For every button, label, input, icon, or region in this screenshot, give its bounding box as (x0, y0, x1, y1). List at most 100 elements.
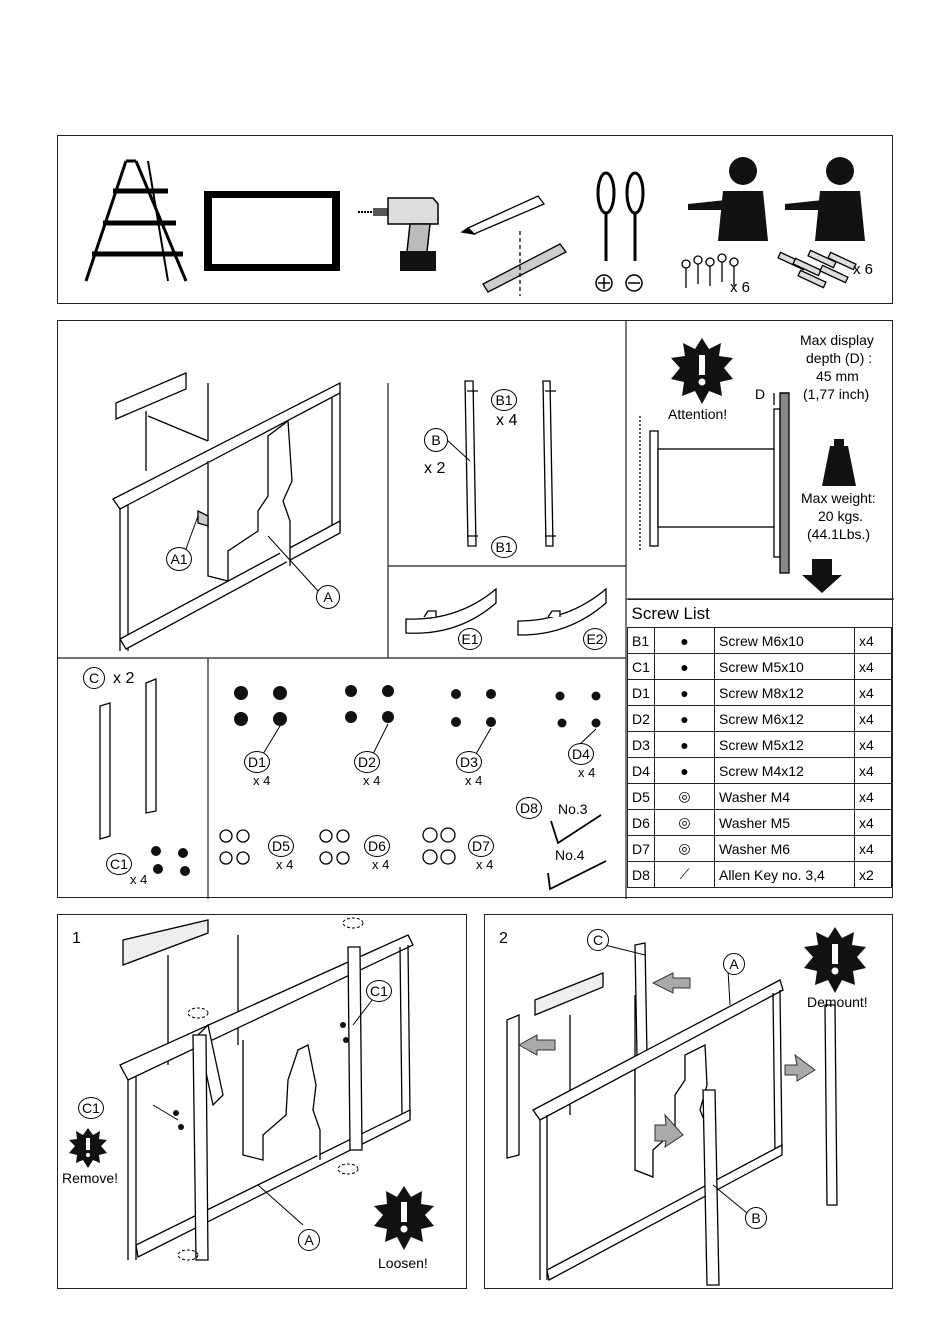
callout-d6: D6 (364, 835, 390, 857)
bracket-a-drawing (112, 372, 341, 651)
washer-icon: ◎ (654, 809, 715, 836)
d6-qty: x 4 (372, 857, 390, 872)
weight-1: Max weight: (801, 490, 876, 506)
step-ladder-icon (84, 159, 188, 282)
demount-label: Demount! (807, 994, 868, 1010)
callout-e2: E2 (583, 628, 607, 650)
d7-qty: x 4 (476, 857, 494, 872)
d4-qty: x 4 (578, 765, 596, 780)
screw-list-title: Screw List (627, 599, 892, 628)
d5-qty: x 4 (276, 857, 294, 872)
direction-arrows (517, 972, 816, 1149)
b1-qty: x 4 (496, 412, 518, 429)
screw-icon: ● (654, 757, 715, 784)
screw-icon: ● (654, 731, 715, 758)
callout-d2: D2 (354, 751, 380, 773)
depth-inch: (1,77 inch) (803, 386, 870, 402)
d1-qty: x 4 (253, 773, 271, 788)
tools-panel: x 6 x 6 (57, 135, 893, 304)
b-qty: x 2 (424, 460, 446, 477)
d3-qty: x 4 (465, 773, 483, 788)
screw-icon: ● (654, 653, 715, 680)
d2-qty: x 4 (363, 773, 381, 788)
step-2-number: 2 (499, 930, 508, 947)
screwdrivers-icon (595, 171, 645, 292)
callout-a: A (723, 953, 745, 975)
callout-d5: D5 (268, 835, 294, 857)
allen-no3-label: No.3 (558, 801, 588, 817)
wood-screws-icon (681, 253, 739, 288)
tools-illustrations (84, 157, 865, 296)
rail-b-drawing (464, 380, 556, 547)
wall-anchors-icon (777, 249, 857, 289)
callout-e1: E1 (458, 628, 482, 650)
depth-d-label: D (755, 386, 766, 402)
attention-star-icon (671, 338, 733, 404)
callout-d8: D8 (516, 797, 542, 819)
rail-c-drawing (99, 678, 157, 840)
callout-b1-bottom: B1 (491, 536, 517, 558)
allen-no4-label: No.4 (555, 847, 585, 863)
wall-anchors-qty: x 6 (853, 261, 874, 278)
callout-b: B (424, 428, 448, 452)
pencil-and-level-icon (460, 195, 567, 296)
callout-b1-top: B1 (491, 389, 517, 411)
washers-drawing (219, 827, 456, 865)
wood-screws-qty: x 6 (730, 279, 751, 296)
weight-icon (822, 439, 856, 486)
remove-label: Remove! (62, 1170, 119, 1186)
callout-b: B (745, 1207, 767, 1229)
step-1-drawing (69, 917, 434, 1261)
loosen-label: Loosen! (378, 1255, 428, 1271)
screw-icon: ● (654, 627, 715, 654)
weight-3: (44.1Lbs.) (807, 526, 871, 542)
step-1-panel: 1 C1 C1 A Remove! Loosen! (57, 914, 467, 1289)
rotate-arrows (177, 917, 364, 1261)
step-1-number: 1 (72, 930, 81, 947)
callout-a1: A1 (166, 547, 192, 571)
screws-c1-removed (173, 1022, 349, 1130)
loosen-star-icon (374, 1186, 434, 1250)
callout-c: C (83, 667, 105, 689)
down-arrow-icon (802, 559, 842, 593)
callout-d1: D1 (244, 751, 270, 773)
allen-keys-drawing (547, 814, 607, 891)
depth-diagram (639, 392, 790, 574)
callout-c: C (587, 929, 609, 951)
cover-e-drawing (405, 587, 607, 636)
callout-c1: C1 (106, 853, 132, 875)
allen-key-icon: ⟋ (654, 861, 715, 888)
step-2-panel: 2 C A B Demount! (484, 914, 893, 1289)
callout-c1-left: C1 (78, 1097, 104, 1119)
screws-d-drawing (234, 685, 601, 728)
screws-c1-drawing (151, 846, 190, 876)
depth-title-1: Max display (800, 332, 874, 348)
c1-qty: x 4 (130, 872, 148, 887)
tv-screen-icon (204, 191, 340, 271)
washer-icon: ◎ (654, 835, 715, 862)
c-qty: x 2 (113, 670, 135, 687)
depth-mm: 45 mm (816, 368, 859, 384)
callout-d7: D7 (468, 835, 494, 857)
power-drill-icon (358, 197, 439, 271)
two-people-icon (688, 157, 865, 241)
screw-icon: ● (654, 705, 715, 732)
weight-2: 20 kgs. (818, 508, 864, 524)
step-2-drawing (506, 927, 866, 1286)
callout-d4: D4 (568, 743, 594, 765)
callout-d3: D3 (456, 751, 482, 773)
callout-a: A (298, 1229, 320, 1251)
washer-icon: ◎ (654, 783, 715, 810)
remove-star-icon (69, 1128, 107, 1168)
